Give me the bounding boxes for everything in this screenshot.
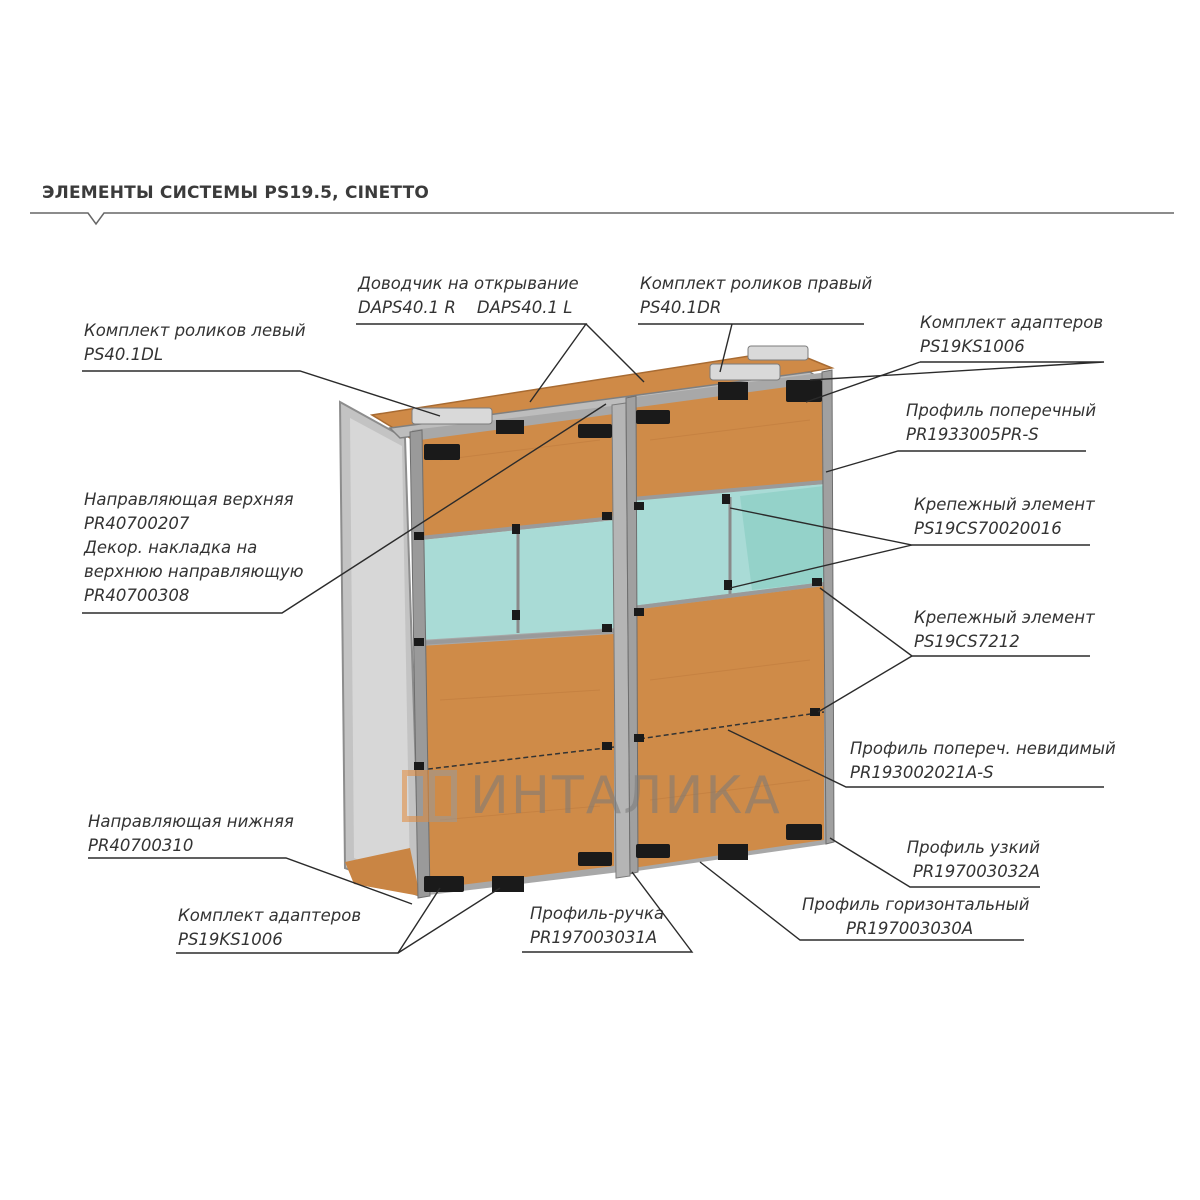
label-hidden-profile-title: Профиль попереч. невидимый — [850, 739, 1116, 758]
label-rollers-right-title: Комплект роликов правый — [640, 274, 873, 293]
label-hidden-profile: Профиль попереч. невидимый PR193002021A-… — [850, 737, 1116, 785]
right-door-wood-bottom — [632, 586, 824, 868]
left-door-wood-bottom — [420, 634, 614, 890]
page-title: ЭЛЕМЕНТЫ СИСТЕМЫ PS19.5, CINETTO — [42, 183, 430, 203]
hardware — [414, 380, 822, 892]
label-top-guide-title: Направляющая верхняя — [84, 490, 294, 509]
label-top-guide-decor-code: PR40700308 — [84, 586, 190, 605]
label-fastener-1-code: PS19CS70020016 — [914, 519, 1062, 538]
label-horizontal-profile-title: Профиль горизонтальный — [802, 895, 1030, 914]
label-adapters-top-code: PS19KS1006 — [920, 337, 1025, 356]
label-top-guide-decor-title: Декор. накладка на — [84, 538, 258, 557]
leader-lines — [82, 323, 1105, 954]
label-rollers-left: Комплект роликов левый PS40.1DL — [84, 319, 306, 367]
label-hidden-profile-code: PR193002021A-S — [850, 763, 994, 782]
rollers — [411, 345, 809, 425]
label-rollers-right-code: PS40.1DR — [640, 298, 722, 317]
label-cross-profile: Профиль поперечный PR1933005PR-S — [906, 399, 1096, 447]
label-closer: Доводчик на открывание DAPS40.1 R DAPS40… — [358, 272, 579, 320]
label-bottom-guide: Направляющая нижняя PR40700310 — [88, 810, 294, 858]
right-door-wood-top — [632, 382, 824, 500]
left-door-wood-top — [420, 414, 614, 540]
left-door — [409, 402, 631, 899]
bottom-panel — [345, 848, 420, 896]
label-closer-code-l: DAPS40.1 L — [476, 298, 573, 317]
label-closer-code-r: DAPS40.1 R — [358, 298, 456, 317]
label-fastener-2-title: Крепежный элемент — [914, 608, 1095, 627]
label-narrow-profile-title: Профиль узкий — [906, 838, 1040, 857]
right-door — [625, 369, 835, 875]
label-closer-codes: DAPS40.1 R DAPS40.1 L — [358, 296, 579, 320]
label-cross-profile-title: Профиль поперечный — [906, 401, 1097, 420]
label-bottom-guide-code: PR40700310 — [88, 836, 194, 855]
label-adapters-bottom-code: PS19KS1006 — [178, 930, 283, 949]
label-handle-profile-title: Профиль-ручка — [530, 904, 665, 923]
label-top-guide-decor-subtitle: верхнюю направляющую — [84, 562, 304, 581]
label-cross-profile-code: PR1933005PR-S — [906, 425, 1039, 444]
label-handle-profile-code: PR197003031A — [530, 928, 658, 947]
side-panel-inner — [350, 418, 410, 880]
label-adapters-bottom: Комплект адаптеров PS19KS1006 — [178, 904, 361, 952]
watermark: ИНТАЛИКА — [401, 766, 782, 826]
label-top-guide-code: PR40700207 — [84, 514, 190, 533]
label-rollers-left-code: PS40.1DL — [84, 345, 164, 364]
watermark-text: ИНТАЛИКА — [470, 766, 782, 826]
label-fastener-2-code: PS19CS7212 — [914, 632, 1020, 651]
label-adapters-bottom-title: Комплект адаптеров — [178, 906, 362, 925]
label-rollers-right: Комплект роликов правый PS40.1DR — [640, 272, 872, 320]
label-horizontal-profile-code: PR197003030A — [846, 919, 974, 938]
label-rollers-left-title: Комплект роликов левый — [84, 321, 306, 340]
label-handle-profile: Профиль-ручка PR197003031A — [530, 902, 664, 950]
label-fastener-2: Крепежный элемент PS19CS7212 — [914, 606, 1095, 654]
label-narrow-profile-code: PR197003032A — [912, 862, 1040, 881]
label-bottom-guide-title: Направляющая нижняя — [88, 812, 294, 831]
label-closer-title: Доводчик на открывание — [358, 274, 579, 293]
label-fastener-1-title: Крепежный элемент — [914, 495, 1095, 514]
label-adapters-top: Комплект адаптеров PS19KS1006 — [920, 311, 1103, 359]
label-adapters-top-title: Комплект адаптеров — [920, 313, 1104, 332]
watermark-logo-icon — [401, 769, 458, 823]
label-fastener-1: Крепежный элемент PS19CS70020016 — [914, 493, 1095, 541]
label-narrow-profile: Профиль узкий PR197003032A — [880, 836, 1040, 884]
title-rule — [30, 212, 1174, 226]
label-horizontal-profile: Профиль горизонтальный PR197003030A — [802, 893, 1029, 941]
label-top-guide: Направляющая верхняя PR40700207 Декор. н… — [84, 488, 303, 608]
